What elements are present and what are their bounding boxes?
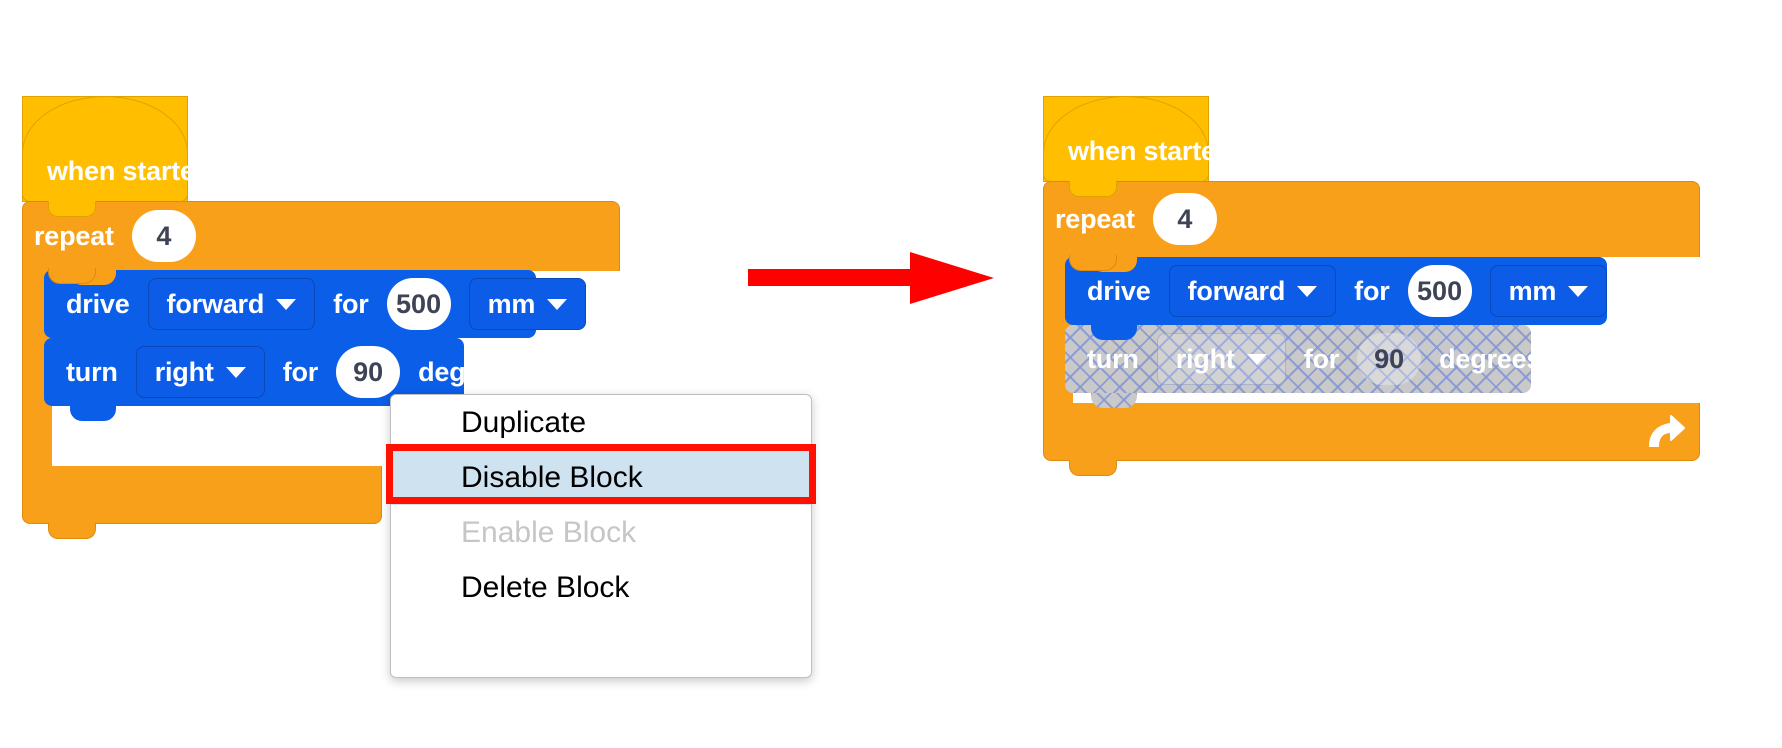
block-label-repeat: repeat xyxy=(1055,203,1135,234)
menu-item-duplicate[interactable]: Duplicate xyxy=(461,405,587,439)
repeat-top-bar xyxy=(22,201,620,271)
drive-unit-dropdown[interactable]: mm xyxy=(1489,265,1608,317)
menu-item-delete-block[interactable]: Delete Block xyxy=(461,570,630,604)
turn-direction-value: right xyxy=(154,356,214,387)
turn-direction-dropdown[interactable]: right xyxy=(135,346,265,398)
menu-item-enable-block: Enable Block xyxy=(461,515,637,549)
block-label-drive: drive xyxy=(1087,275,1151,306)
drive-unit-value: mm xyxy=(1508,275,1557,306)
turn-bottom-bump xyxy=(1091,393,1137,408)
turn-connector-label: for xyxy=(282,356,319,387)
chevron-down-icon xyxy=(547,298,568,310)
loop-repeat-arrow-icon xyxy=(1649,415,1685,447)
turn-bottom-bump xyxy=(70,406,116,421)
drive-direction-value: forward xyxy=(166,288,265,319)
block-label-when-started: when started xyxy=(1068,136,1233,166)
repeat-bottom-bar xyxy=(1043,403,1700,461)
repeat-bottom-bar xyxy=(22,466,382,524)
repeat-count-field[interactable]: 4 xyxy=(1152,193,1217,245)
drive-direction-dropdown[interactable]: forward xyxy=(147,278,316,330)
drive-connector-label: for xyxy=(1354,275,1390,306)
block-turn-after-disabled[interactable]: turn right for 90 degrees xyxy=(1065,325,1541,408)
block-label-turn: turn xyxy=(66,356,118,387)
context-menu[interactable]: Duplicate Disable Block Enable Block Del… xyxy=(390,394,812,678)
turn-connector-label: for xyxy=(1303,343,1340,374)
repeat-top-bar xyxy=(1043,181,1700,257)
turn-top-notch xyxy=(70,338,116,353)
repeat-bottom-bump xyxy=(1069,460,1117,476)
block-label-drive: drive xyxy=(66,288,130,319)
drive-unit-dropdown[interactable]: mm xyxy=(468,278,587,330)
turn-amount-field[interactable]: 90 xyxy=(336,346,401,398)
block-label-when-started: when started xyxy=(47,156,212,186)
hat-bottom-bump xyxy=(48,201,96,217)
menu-item-disable-block[interactable]: Disable Block xyxy=(391,450,811,505)
drive-connector-label: for xyxy=(333,288,369,319)
hat-body xyxy=(22,151,188,202)
block-drive-after[interactable]: drive forward for 500 mm xyxy=(1065,257,1608,325)
block-when-started-before[interactable]: when started xyxy=(22,96,211,202)
turn-amount-field[interactable]: 90 xyxy=(1357,333,1422,385)
turn-top-notch xyxy=(1091,325,1137,340)
block-when-started-after[interactable]: when started xyxy=(1043,96,1232,182)
chevron-down-icon xyxy=(1297,285,1318,297)
block-label-turn: turn xyxy=(1087,343,1139,374)
block-label-repeat: repeat xyxy=(34,220,114,251)
repeat-inner-notch xyxy=(1069,255,1117,271)
drive-distance-field[interactable]: 500 xyxy=(386,278,451,330)
hat-body xyxy=(1043,151,1209,182)
turn-unit-label: degrees xyxy=(418,356,521,387)
drive-distance-field[interactable]: 500 xyxy=(1407,265,1472,317)
repeat-bottom-bump xyxy=(48,523,96,539)
turn-direction-value: right xyxy=(1175,343,1235,374)
block-drive-before[interactable]: drive forward for 500 mm xyxy=(44,270,587,338)
drive-direction-value: forward xyxy=(1187,275,1286,306)
repeat-inner-notch xyxy=(48,268,96,284)
right-arrow-icon xyxy=(748,252,994,304)
drive-direction-dropdown[interactable]: forward xyxy=(1168,265,1337,317)
turn-unit-label: degrees xyxy=(1439,343,1542,374)
chevron-down-icon xyxy=(1246,353,1267,365)
drive-unit-value: mm xyxy=(487,288,536,319)
turn-direction-dropdown[interactable]: right xyxy=(1156,333,1286,385)
chevron-down-icon xyxy=(276,298,297,310)
repeat-count-field[interactable]: 4 xyxy=(131,210,196,262)
hat-top-curve xyxy=(22,96,188,158)
chevron-down-icon xyxy=(225,366,246,378)
chevron-down-icon xyxy=(1568,285,1589,297)
hat-bottom-bump xyxy=(1069,181,1117,197)
